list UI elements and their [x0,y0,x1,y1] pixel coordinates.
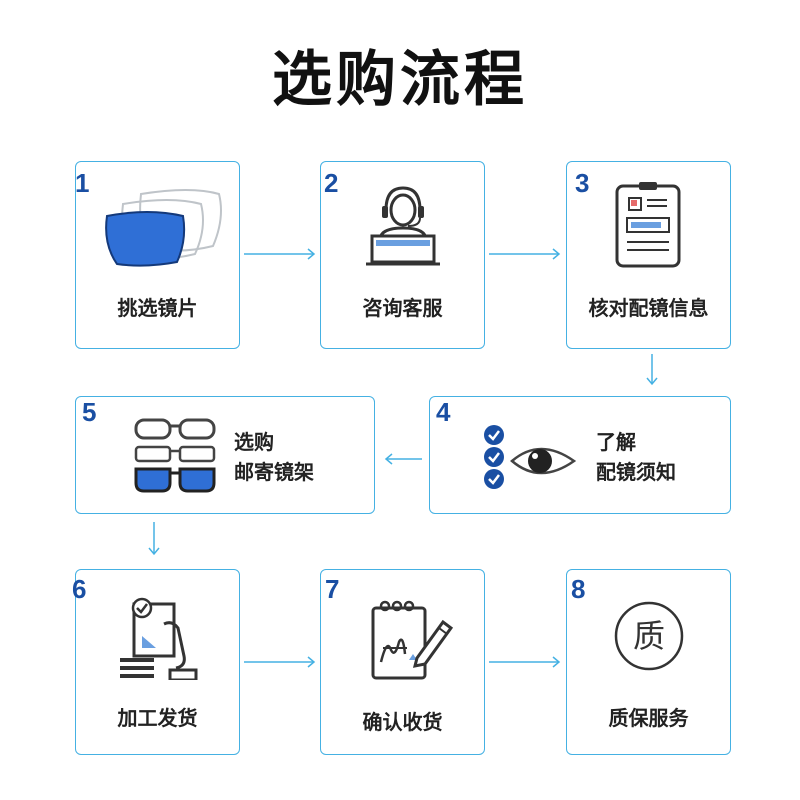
step-number: 8 [571,574,586,604]
step-card-8: 8 质 质保服务 [566,569,731,755]
arrow-right-icon [244,248,316,260]
step-number: 3 [575,168,590,198]
arrow-left-icon [384,453,422,465]
step-label-line2: 邮寄镜架 [234,460,314,484]
seal-character: 质 [633,617,665,655]
arrow-right-icon [489,656,561,668]
step-number: 5 [82,397,97,427]
step-number: 1 [75,168,90,198]
step-card-1: 1 挑选镜片 [75,161,240,349]
clipboard-form-icon [615,182,681,268]
page-title: 选购流程 [272,45,528,115]
step-label: 挑选镜片 [117,296,198,320]
arrow-right-icon [244,656,316,668]
step-label: 了解 配镜须知 [596,427,676,487]
step-card-4: 4 了解 配镜须知 [429,396,731,514]
quality-seal-icon: 质 [614,601,684,671]
step-label: 确认收货 [362,710,443,734]
step-card-2: 2 咨询客服 [320,161,485,349]
arrow-down-icon [148,522,160,556]
lens-icon [105,189,222,267]
step-label-line1: 选购 [234,430,274,454]
arrow-down-icon [646,354,658,386]
notepad-signature-icon [371,600,453,680]
arrow-right-icon [489,248,561,260]
step-number: 6 [72,574,87,604]
glasses-frames-icon [134,418,216,493]
step-number: 4 [436,397,451,427]
step-label: 选购 邮寄镜架 [234,427,314,487]
step-card-7: 7 确认收货 [320,569,485,755]
step-card-5: 5 选购 邮寄镜架 [75,396,375,514]
step-label: 质保服务 [608,706,689,730]
step-card-6: 6 加工发货 [72,569,240,755]
headset-agent-icon [366,186,440,266]
step-card-3: 3 核对配镜信息 [566,161,731,349]
eye-checklist-icon [484,425,577,489]
step-label-line2: 配镜须知 [596,460,676,484]
step-label: 加工发货 [117,706,198,730]
step-number: 7 [325,574,340,604]
document-hand-icon [120,597,198,680]
step-number: 2 [324,168,339,198]
step-label: 核对配镜信息 [588,296,709,320]
step-label-line1: 了解 [596,430,636,454]
step-label: 咨询客服 [362,296,443,320]
